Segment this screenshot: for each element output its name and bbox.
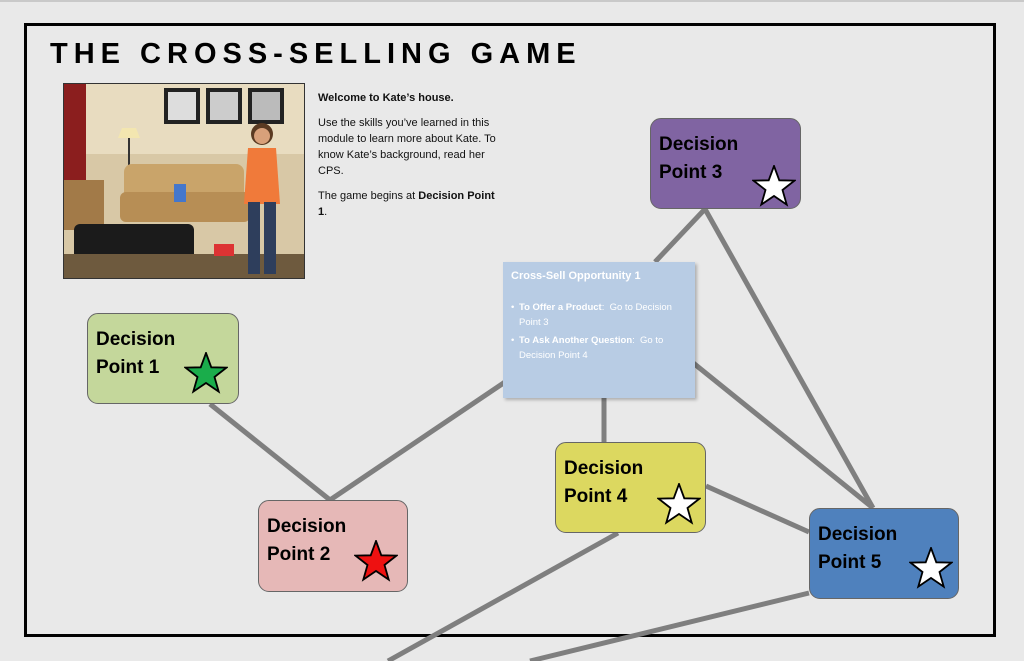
start-point-link[interactable]: Decision Point 1 (318, 190, 495, 218)
cross-sell-popup: Cross-Sell Opportunity 1 To Offer a Prod… (503, 262, 695, 398)
ask-question-option[interactable]: To Ask Another Question: Go to Decision … (511, 333, 687, 363)
decision-point-5-label: Decision Point 5 (818, 524, 898, 573)
intro-body: Use the skills you’ve learned in this mo… (318, 117, 496, 177)
connector-line (704, 483, 811, 535)
intro-text: Welcome to Kate’s house. Use the skills … (318, 90, 498, 229)
kate-photo (63, 83, 305, 279)
connector-line (653, 207, 707, 264)
star-icon (184, 352, 228, 394)
connector-line (529, 590, 810, 661)
connector-line (208, 402, 332, 502)
decision-point-3[interactable]: Decision Point 3 (650, 118, 801, 209)
decision-point-2-label: Decision Point 2 (267, 516, 347, 565)
decision-point-5[interactable]: Decision Point 5 (809, 508, 959, 599)
welcome-text: Welcome to Kate’s house. (318, 92, 454, 104)
decision-point-4[interactable]: Decision Point 4 (555, 442, 706, 533)
star-icon (657, 483, 701, 525)
decision-point-3-label: Decision Point 3 (659, 134, 739, 183)
connector-line (702, 207, 876, 510)
game-begins-text: The game begins at Decision Point 1. (318, 190, 495, 218)
star-icon (354, 540, 398, 582)
game-title: THE CROSS-SELLING GAME (50, 38, 582, 70)
game-frame (24, 23, 996, 637)
decision-point-4-label: Decision Point 4 (564, 458, 644, 507)
connector-line (386, 530, 620, 661)
star-icon (909, 547, 953, 589)
connector-line (690, 360, 875, 510)
top-edge (0, 0, 1024, 2)
popup-title: Cross-Sell Opportunity 1 (511, 270, 641, 282)
decision-point-2[interactable]: Decision Point 2 (258, 500, 408, 592)
decision-point-1[interactable]: Decision Point 1 (87, 313, 239, 404)
star-icon (752, 165, 796, 207)
offer-product-option[interactable]: To Offer a Product: Go to Decision Point… (511, 300, 687, 330)
decision-point-1-label: Decision Point 1 (96, 329, 176, 378)
connector-line (328, 379, 507, 503)
